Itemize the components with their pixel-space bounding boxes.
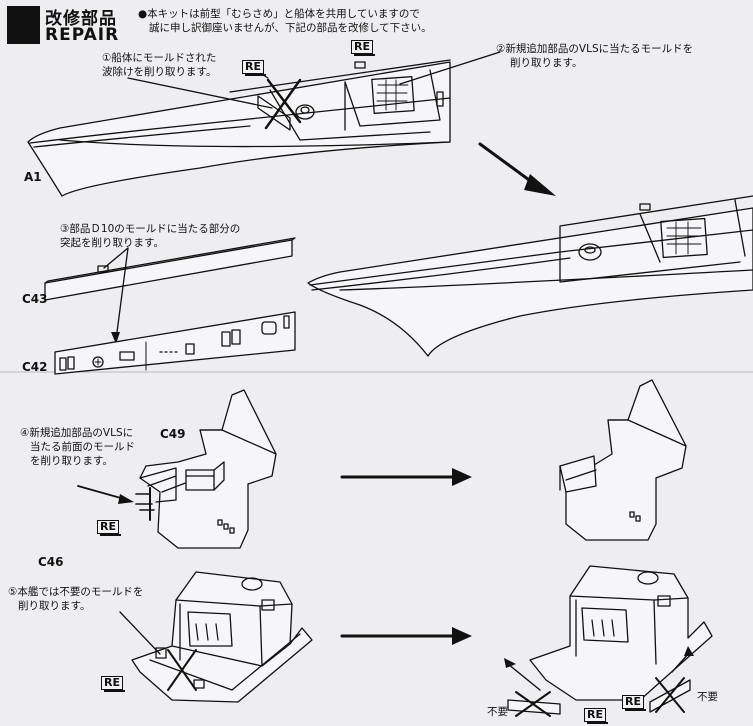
note-4-line-3: を削り取ります。 <box>30 455 113 467</box>
header-black-block <box>7 6 40 44</box>
arrow-c49 <box>340 468 472 486</box>
unneeded-label-left: 不要 <box>487 706 508 718</box>
leader-n3a <box>103 247 129 269</box>
part-c42-strip <box>54 311 296 375</box>
part-c43-strip <box>44 237 296 301</box>
arrow-hull <box>478 142 556 196</box>
leader-n2 <box>399 51 501 85</box>
re-tag-wave-breaker: RE <box>242 60 266 76</box>
hull-after <box>307 195 753 357</box>
note-4-line-2: 当たる前面のモールド <box>30 441 135 453</box>
part-c49-after <box>559 379 687 541</box>
arrow-c46 <box>340 627 472 645</box>
notice-line-1: ●本キットは前型「むらさめ」と船体を共用していますので <box>138 8 420 20</box>
note-5-line-2: 削り取ります。 <box>18 600 91 612</box>
note-3-line-1: ③部品Ｄ10のモールドに当たる部分の <box>60 223 241 235</box>
re-tag-c49-front: RE <box>97 520 121 536</box>
unneeded-label-right: 不要 <box>697 691 718 703</box>
hull-a1-before <box>27 59 451 197</box>
note-1-line-2: 波除けを削り取ります。 <box>102 66 217 78</box>
title-japanese: 改修部品 <box>45 9 117 29</box>
part-c49-before <box>135 389 277 549</box>
note-4-line-1: ④新規追加部品のVLSに <box>20 427 134 439</box>
unneeded-parts <box>504 646 694 717</box>
title-english: REPAIR <box>45 25 120 45</box>
note-1-line-1: ①船体にモールドされた <box>102 52 217 64</box>
leader-n5 <box>119 611 161 655</box>
note-2-line-2: 削り取ります。 <box>510 57 583 69</box>
part-label-c42: C42 <box>22 360 48 374</box>
leader-n1 <box>127 77 273 109</box>
note-2-line-1: ②新規追加部品のVLSに当たるモールドを <box>496 43 694 55</box>
note-3-line-2: 突起を削り取ります。 <box>60 237 164 249</box>
re-tag-c46-after-2: RE <box>622 695 646 711</box>
re-tag-vls-mold: RE <box>351 40 375 56</box>
re-tag-c46-after-1: RE <box>584 708 608 724</box>
part-label-c46: C46 <box>38 555 64 569</box>
part-label-a1: A1 <box>24 170 42 184</box>
part-label-c43: C43 <box>22 292 48 306</box>
part-label-c49: C49 <box>160 427 186 441</box>
note-5-line-1: ⑤本艦では不要のモールドを <box>8 586 144 598</box>
arrow-c49-front <box>77 485 134 504</box>
notice-line-2: 誠に申し訳御座いませんが、下記の部品を改修して下さい。 <box>149 22 432 34</box>
leader-n3b <box>115 247 129 341</box>
part-c46-before <box>131 571 313 703</box>
re-tag-c46: RE <box>101 676 125 692</box>
part-c46-after <box>529 565 713 701</box>
